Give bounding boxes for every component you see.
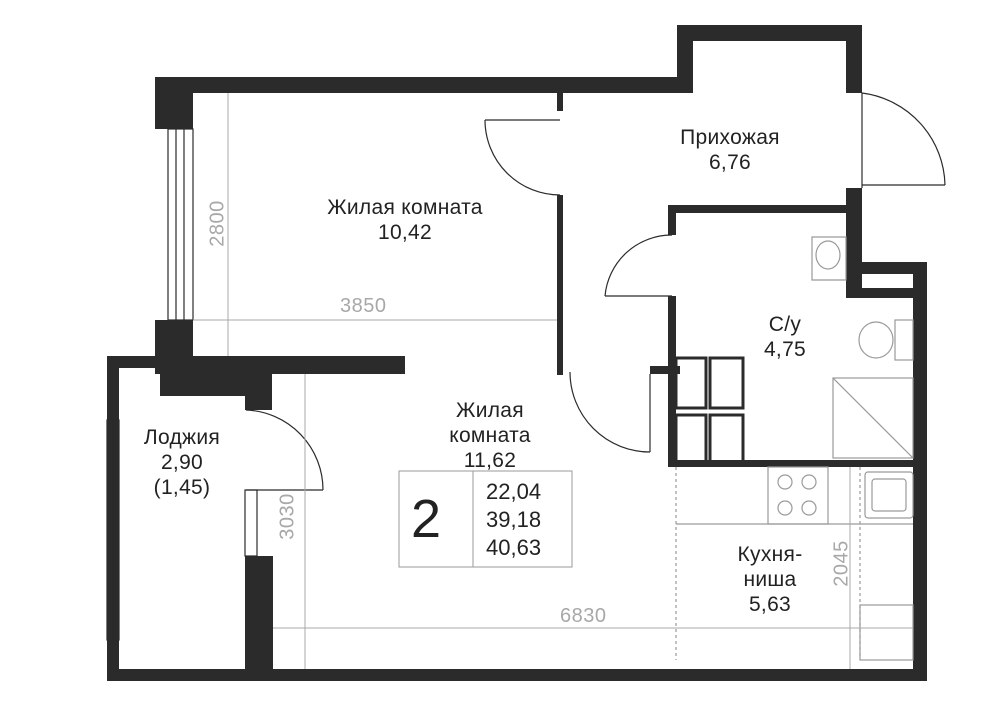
room-hall-label: Прихожая 6,76 bbox=[650, 125, 810, 175]
room-living2-area: 11,62 bbox=[463, 449, 517, 472]
room-bath-area: 4,75 bbox=[763, 338, 807, 361]
room-bath-label: С/у 4,75 bbox=[735, 312, 835, 362]
summary-total-area-with-loggia: 40,63 bbox=[486, 535, 542, 560]
walls bbox=[107, 25, 927, 681]
summary-living-area: 22,04 bbox=[486, 479, 542, 504]
summary-rooms-count: 2 bbox=[411, 489, 442, 549]
room-bath-name: С/у bbox=[768, 313, 802, 336]
room-living2-name-line2: комната bbox=[449, 424, 531, 447]
room-kitchen-label: Кухня- ниша 5,63 bbox=[710, 542, 830, 617]
dimension-2045: 2045 bbox=[830, 540, 853, 587]
room-loggia-label: Лоджия 2,90 (1,45) bbox=[122, 425, 242, 500]
dimension-lines bbox=[193, 93, 913, 669]
room-hall-name: Прихожая bbox=[680, 126, 780, 149]
summary-total-area: 39,18 bbox=[486, 507, 542, 532]
room-living2-name-line1: Жилая bbox=[456, 399, 524, 422]
dimension-3850: 3850 bbox=[340, 295, 387, 317]
windows bbox=[106, 128, 258, 641]
room-living1-area: 10,42 bbox=[377, 221, 433, 244]
room-living1-label: Жилая комната 10,42 bbox=[285, 195, 525, 245]
room-hall-area: 6,76 bbox=[708, 151, 752, 174]
doors bbox=[245, 92, 946, 491]
room-loggia-area-reduced: (1,45) bbox=[153, 476, 211, 499]
room-loggia-area: 2,90 bbox=[160, 451, 204, 474]
room-living1-name: Жилая комната bbox=[327, 196, 483, 219]
fixtures bbox=[674, 236, 914, 661]
dimension-3030: 3030 bbox=[276, 493, 299, 540]
room-kitchen-name-line2: ниша bbox=[743, 568, 797, 591]
dimension-2800: 2800 bbox=[206, 200, 229, 247]
room-living2-label: Жилая комната 11,62 bbox=[415, 398, 565, 473]
room-kitchen-name-line1: Кухня- bbox=[737, 543, 803, 566]
room-loggia-name: Лоджия bbox=[143, 426, 221, 449]
summary-box bbox=[398, 470, 573, 568]
dimension-6830: 6830 bbox=[560, 605, 607, 627]
room-kitchen-area: 5,63 bbox=[748, 593, 792, 616]
